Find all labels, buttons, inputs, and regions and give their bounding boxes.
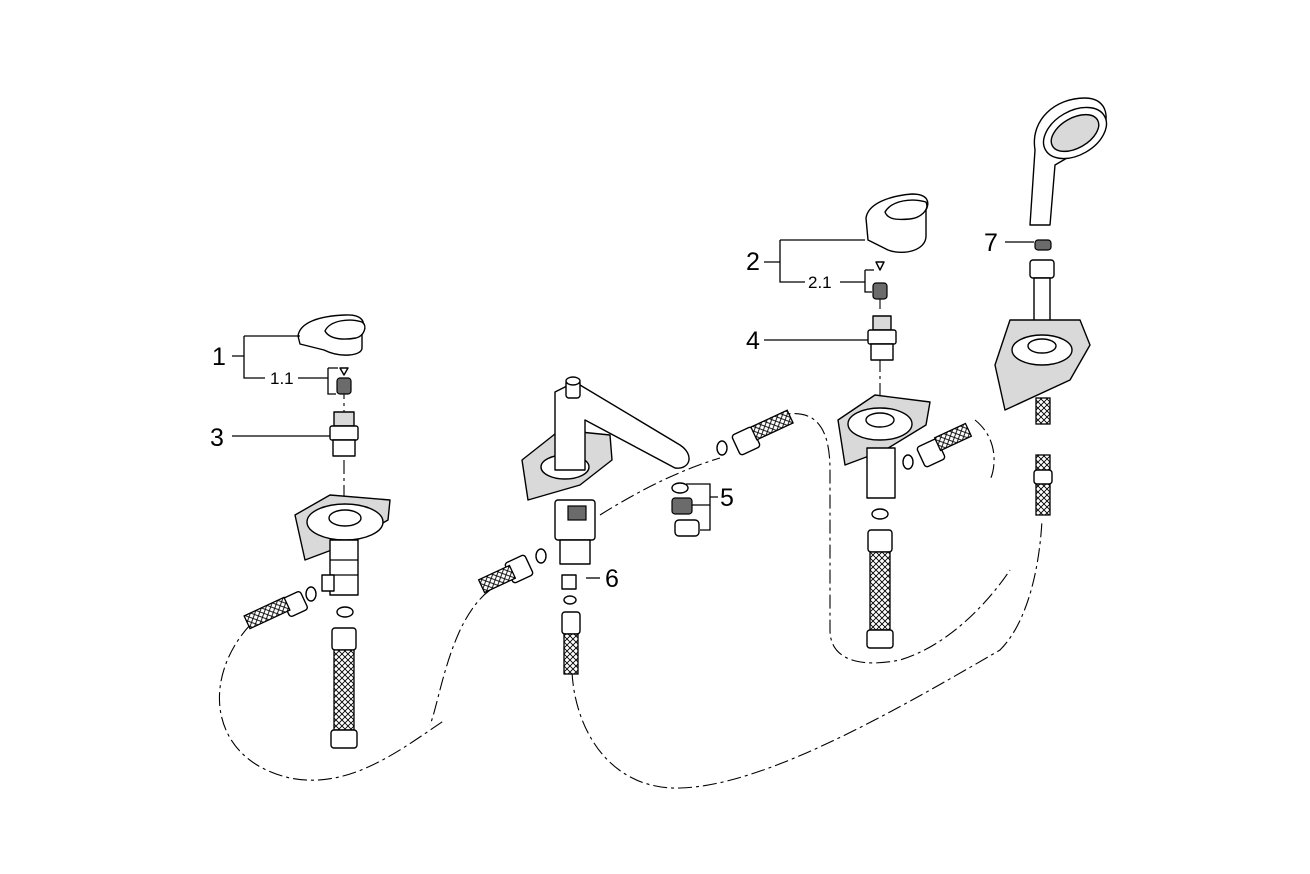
hand-shower-assembly xyxy=(994,97,1108,516)
right-handle-screw xyxy=(872,261,888,300)
left-hose-fittings xyxy=(243,574,358,749)
left-lever-handle xyxy=(297,314,366,356)
callout-2-1: 2.1 xyxy=(808,273,832,292)
callout-3: 3 xyxy=(210,424,224,452)
callout-1: 1 xyxy=(212,343,226,371)
callout-6: 6 xyxy=(605,565,619,593)
aerator-parts xyxy=(671,482,700,537)
left-valve-assembly xyxy=(243,314,391,749)
left-deck-flange xyxy=(294,494,391,596)
callout-2: 2 xyxy=(746,248,760,276)
callout-4: 4 xyxy=(746,327,760,355)
right-deck-flange xyxy=(837,394,973,649)
callout-labels: 1 1.1 2 2.1 3 4 5 6 7 xyxy=(210,229,998,593)
right-lever-handle xyxy=(865,193,929,254)
spout-assembly xyxy=(477,376,700,675)
callout-1-1: 1.1 xyxy=(270,369,294,388)
left-handle-screw xyxy=(336,367,352,395)
left-valve-cartridge xyxy=(329,411,359,457)
callout-7: 7 xyxy=(984,229,998,257)
right-valve-cartridge xyxy=(867,315,897,361)
callout-leaders xyxy=(232,239,1034,579)
callout-5: 5 xyxy=(720,484,734,512)
right-valve-assembly xyxy=(716,193,973,649)
